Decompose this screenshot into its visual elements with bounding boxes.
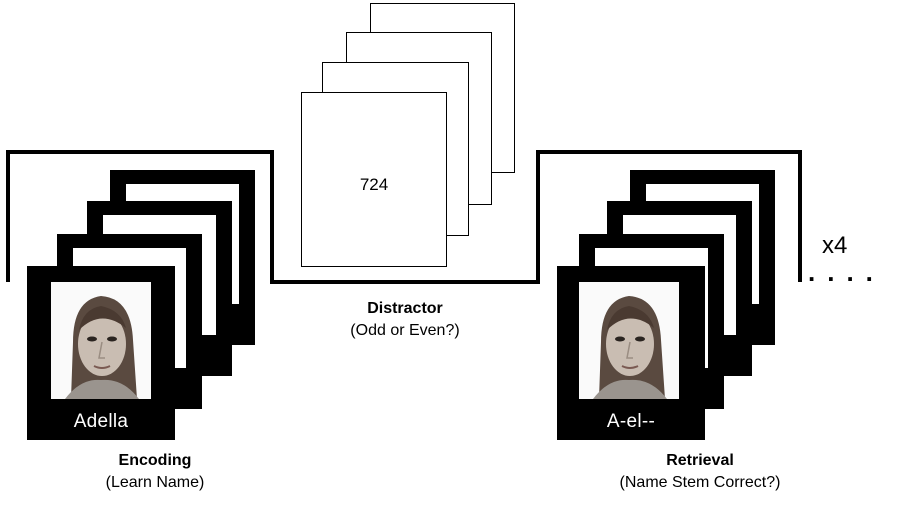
distractor-number: 724 <box>359 175 389 194</box>
encoding-face-card: Adella <box>27 266 175 440</box>
retrieval-name-stem-label: A-el-- <box>606 411 656 432</box>
face-image <box>579 282 679 399</box>
continuation-dots: .... <box>808 257 885 287</box>
distractor-title: Distractor <box>367 300 443 317</box>
distractor-label: Distractor (Odd or Even?) <box>300 298 510 342</box>
retrieval-title: Retrieval <box>666 452 734 469</box>
distractor-subtitle: (Odd or Even?) <box>350 322 460 339</box>
face-photo <box>579 282 679 399</box>
retrieval-label: Retrieval (Name Stem Correct?) <box>570 450 830 494</box>
encoding-name-label: Adella <box>73 411 129 432</box>
distractor-number-sheet: 724 <box>301 92 447 267</box>
encoding-label: Encoding (Learn Name) <box>60 450 250 494</box>
retrieval-face-card: A-el-- <box>557 266 705 440</box>
retrieval-subtitle: (Name Stem Correct?) <box>619 474 781 491</box>
repeat-count: x4 <box>822 232 848 259</box>
face-photo <box>51 282 151 399</box>
face-image <box>51 282 151 399</box>
encoding-title: Encoding <box>118 452 192 469</box>
encoding-subtitle: (Learn Name) <box>105 474 205 491</box>
